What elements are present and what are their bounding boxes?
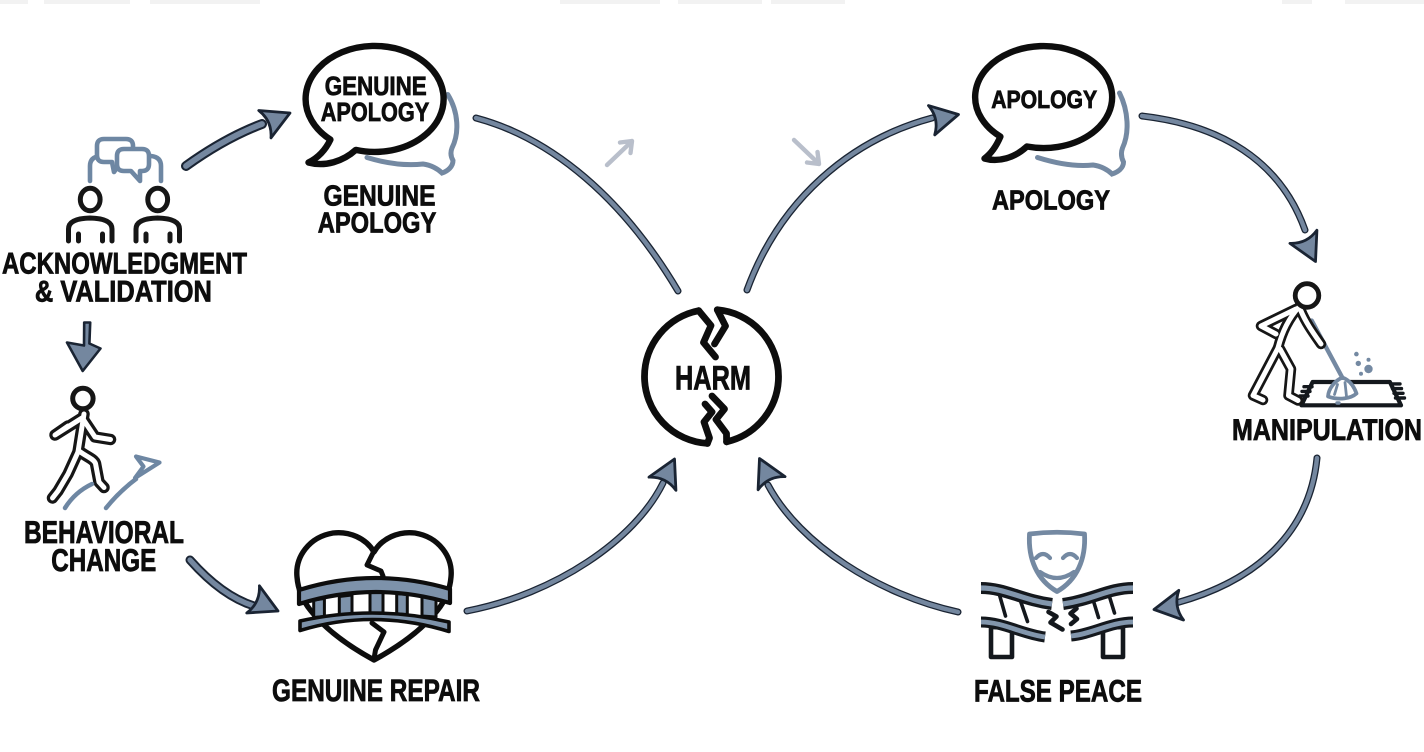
svg-text:APOLOGY: APOLOGY — [321, 97, 430, 127]
svg-text:GENUINE: GENUINE — [325, 71, 427, 101]
svg-text:BEHAVIORAL: BEHAVIORAL — [24, 514, 184, 550]
svg-text:GENUINE: GENUINE — [324, 181, 436, 213]
svg-text:MANIPULATION: MANIPULATION — [1232, 414, 1422, 447]
svg-text:APOLOGY: APOLOGY — [991, 86, 1097, 114]
svg-text:GENUINE REPAIR: GENUINE REPAIR — [272, 673, 480, 708]
svg-text:HARM: HARM — [675, 360, 751, 398]
svg-text:APOLOGY: APOLOGY — [318, 208, 437, 240]
svg-text:& VALIDATION: & VALIDATION — [35, 276, 212, 309]
svg-text:FALSE PEACE: FALSE PEACE — [974, 674, 1142, 709]
svg-text:ACKNOWLEDGMENT: ACKNOWLEDGMENT — [2, 248, 247, 281]
svg-text:CHANGE: CHANGE — [51, 542, 156, 578]
svg-text:APOLOGY: APOLOGY — [992, 184, 1110, 215]
